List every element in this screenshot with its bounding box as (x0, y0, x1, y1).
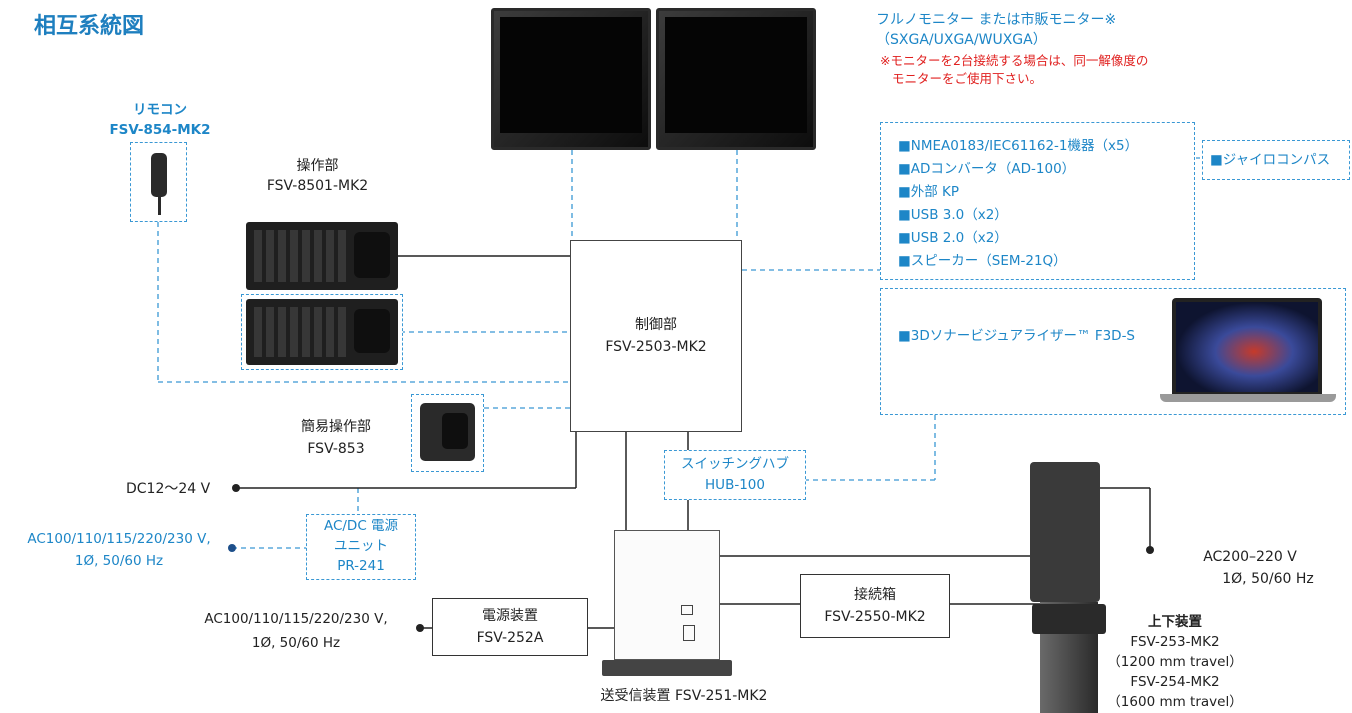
simple-op-model: FSV-853 (307, 441, 365, 457)
monitor-right (656, 8, 816, 150)
remote-name: リモコン (133, 102, 187, 118)
hub-label: スイッチングハブ HUB-100 (664, 454, 806, 496)
page-title: 相互系統図 (34, 14, 145, 39)
external-item: ■ADコンバータ（AD-100） (898, 161, 1076, 177)
operation-name: 操作部 (296, 158, 339, 174)
external-item: ■NMEA0183/IEC61162-1機器（x5） (898, 138, 1139, 154)
external-list: ■NMEA0183/IEC61162-1機器（x5） ■ADコンバータ（AD-1… (898, 135, 1138, 273)
external-item: ■USB 3.0（x2） (898, 207, 1008, 223)
hub-name: スイッチングハブ (681, 456, 789, 472)
psu-line1: AC/DC 電源 (323, 518, 399, 534)
remote-device (151, 153, 167, 197)
ac200-label: AC200–220 V 1Ø, 50/60 Hz (1160, 546, 1340, 590)
hoist-name: 上下装置 (1148, 614, 1202, 630)
power-unit-model: FSV-252A (476, 630, 544, 646)
simple-op-label: 簡易操作部 FSV-853 (276, 416, 396, 460)
monitor-line1: フルノモニター または市販モニター※ (876, 12, 1117, 28)
operation-model: FSV-8501-MK2 (266, 178, 369, 194)
hoist-flange (1032, 604, 1106, 634)
laptop (1172, 298, 1322, 394)
remote-model: FSV-854-MK2 (109, 122, 211, 138)
ac-input2-line1: AC100/110/115/220/230 V, (204, 611, 388, 627)
junction-name: 接続箱 (854, 587, 896, 603)
ac200-line2: 1Ø, 50/60 Hz (1222, 571, 1314, 587)
psu-line2: ユニット (334, 538, 388, 554)
ac-input2-line2: 1Ø, 50/60 Hz (251, 635, 341, 651)
operation-unit (246, 222, 398, 290)
power-unit-name: 電源装置 (482, 608, 538, 624)
hoist-label: 上下装置 FSV-253-MK2 （1200 mm travel） FSV-25… (1100, 612, 1250, 712)
ac-input-line1: AC100/110/115/220/230 V, (27, 531, 211, 547)
psu-line3: PR-241 (337, 558, 385, 574)
control-unit: 制御部 FSV-2503-MK2 (570, 240, 742, 432)
external-box (880, 122, 1195, 280)
control-name: 制御部 (635, 317, 677, 333)
remote-box (130, 142, 187, 222)
monitor-note2: モニターをご使用下さい。 (892, 71, 1043, 86)
simple-op-unit (420, 403, 475, 461)
junction-model: FSV-2550-MK2 (824, 609, 926, 625)
hoist-top (1030, 462, 1100, 602)
operation-label: 操作部 FSV-8501-MK2 (245, 156, 390, 196)
external-item: ■スピーカー（SEM-21Q） (898, 253, 1067, 269)
simple-op-box (411, 394, 484, 472)
ac-input-label: AC100/110/115/220/230 V, 1Ø, 50/60 Hz (4, 528, 234, 572)
dc-power-label: DC12〜24 V (126, 481, 211, 497)
gyro-box (1202, 140, 1350, 180)
ac-input2-label: AC100/110/115/220/230 V, 1Ø, 50/60 Hz (176, 607, 416, 655)
junction-box: 接続箱 FSV-2550-MK2 (800, 574, 950, 638)
control-model: FSV-2503-MK2 (605, 339, 707, 355)
laptop-base (1160, 394, 1336, 402)
power-unit-box: 電源装置 FSV-252A (432, 598, 588, 656)
remote-label: リモコン FSV-854-MK2 (95, 100, 225, 140)
ac200-line1: AC200–220 V (1203, 549, 1297, 565)
transceiver-base (602, 660, 732, 676)
transceiver-label: 送受信装置 FSV-251-MK2 (600, 688, 768, 704)
monitor-label: フルノモニター または市販モニター※ （SXGA/UXGA/WUXGA） (876, 10, 1116, 50)
hub-model: HUB-100 (705, 477, 765, 493)
laptop-screen (1176, 302, 1318, 392)
external-item: ■USB 2.0（x2） (898, 230, 1008, 246)
hoist-travel1: （1200 mm travel） (1107, 654, 1243, 670)
hoist-travel2: （1600 mm travel） (1107, 694, 1243, 710)
hoist-model2: FSV-254-MK2 (1130, 674, 1220, 690)
monitor-line2: （SXGA/UXGA/WUXGA） (876, 32, 1047, 48)
gyro-label: ■ジャイロコンパス (1210, 152, 1331, 168)
transceiver-unit (614, 530, 720, 660)
operation-unit-2-box (241, 294, 403, 370)
psu-label: AC/DC 電源 ユニット PR-241 (306, 516, 416, 576)
monitor-note: ※モニターを2台接続する場合は、同一解像度の モニターをご使用下さい。 (880, 52, 1148, 88)
external-item: ■外部 KP (898, 184, 960, 200)
hub-box (664, 450, 806, 500)
operation-unit-2 (246, 299, 398, 365)
simple-op-name: 簡易操作部 (301, 419, 371, 435)
psu-box (306, 514, 416, 580)
ac-input-line2: 1Ø, 50/60 Hz (74, 553, 164, 569)
monitor-left (491, 8, 651, 150)
remote-cable (158, 197, 161, 215)
visualizer-label: ■3Dソナービジュアライザー™ F3D-S (898, 328, 1136, 344)
hoist-model1: FSV-253-MK2 (1130, 634, 1220, 650)
trackball (354, 232, 390, 278)
monitor-note1: ※モニターを2台接続する場合は、同一解像度の (880, 53, 1149, 68)
